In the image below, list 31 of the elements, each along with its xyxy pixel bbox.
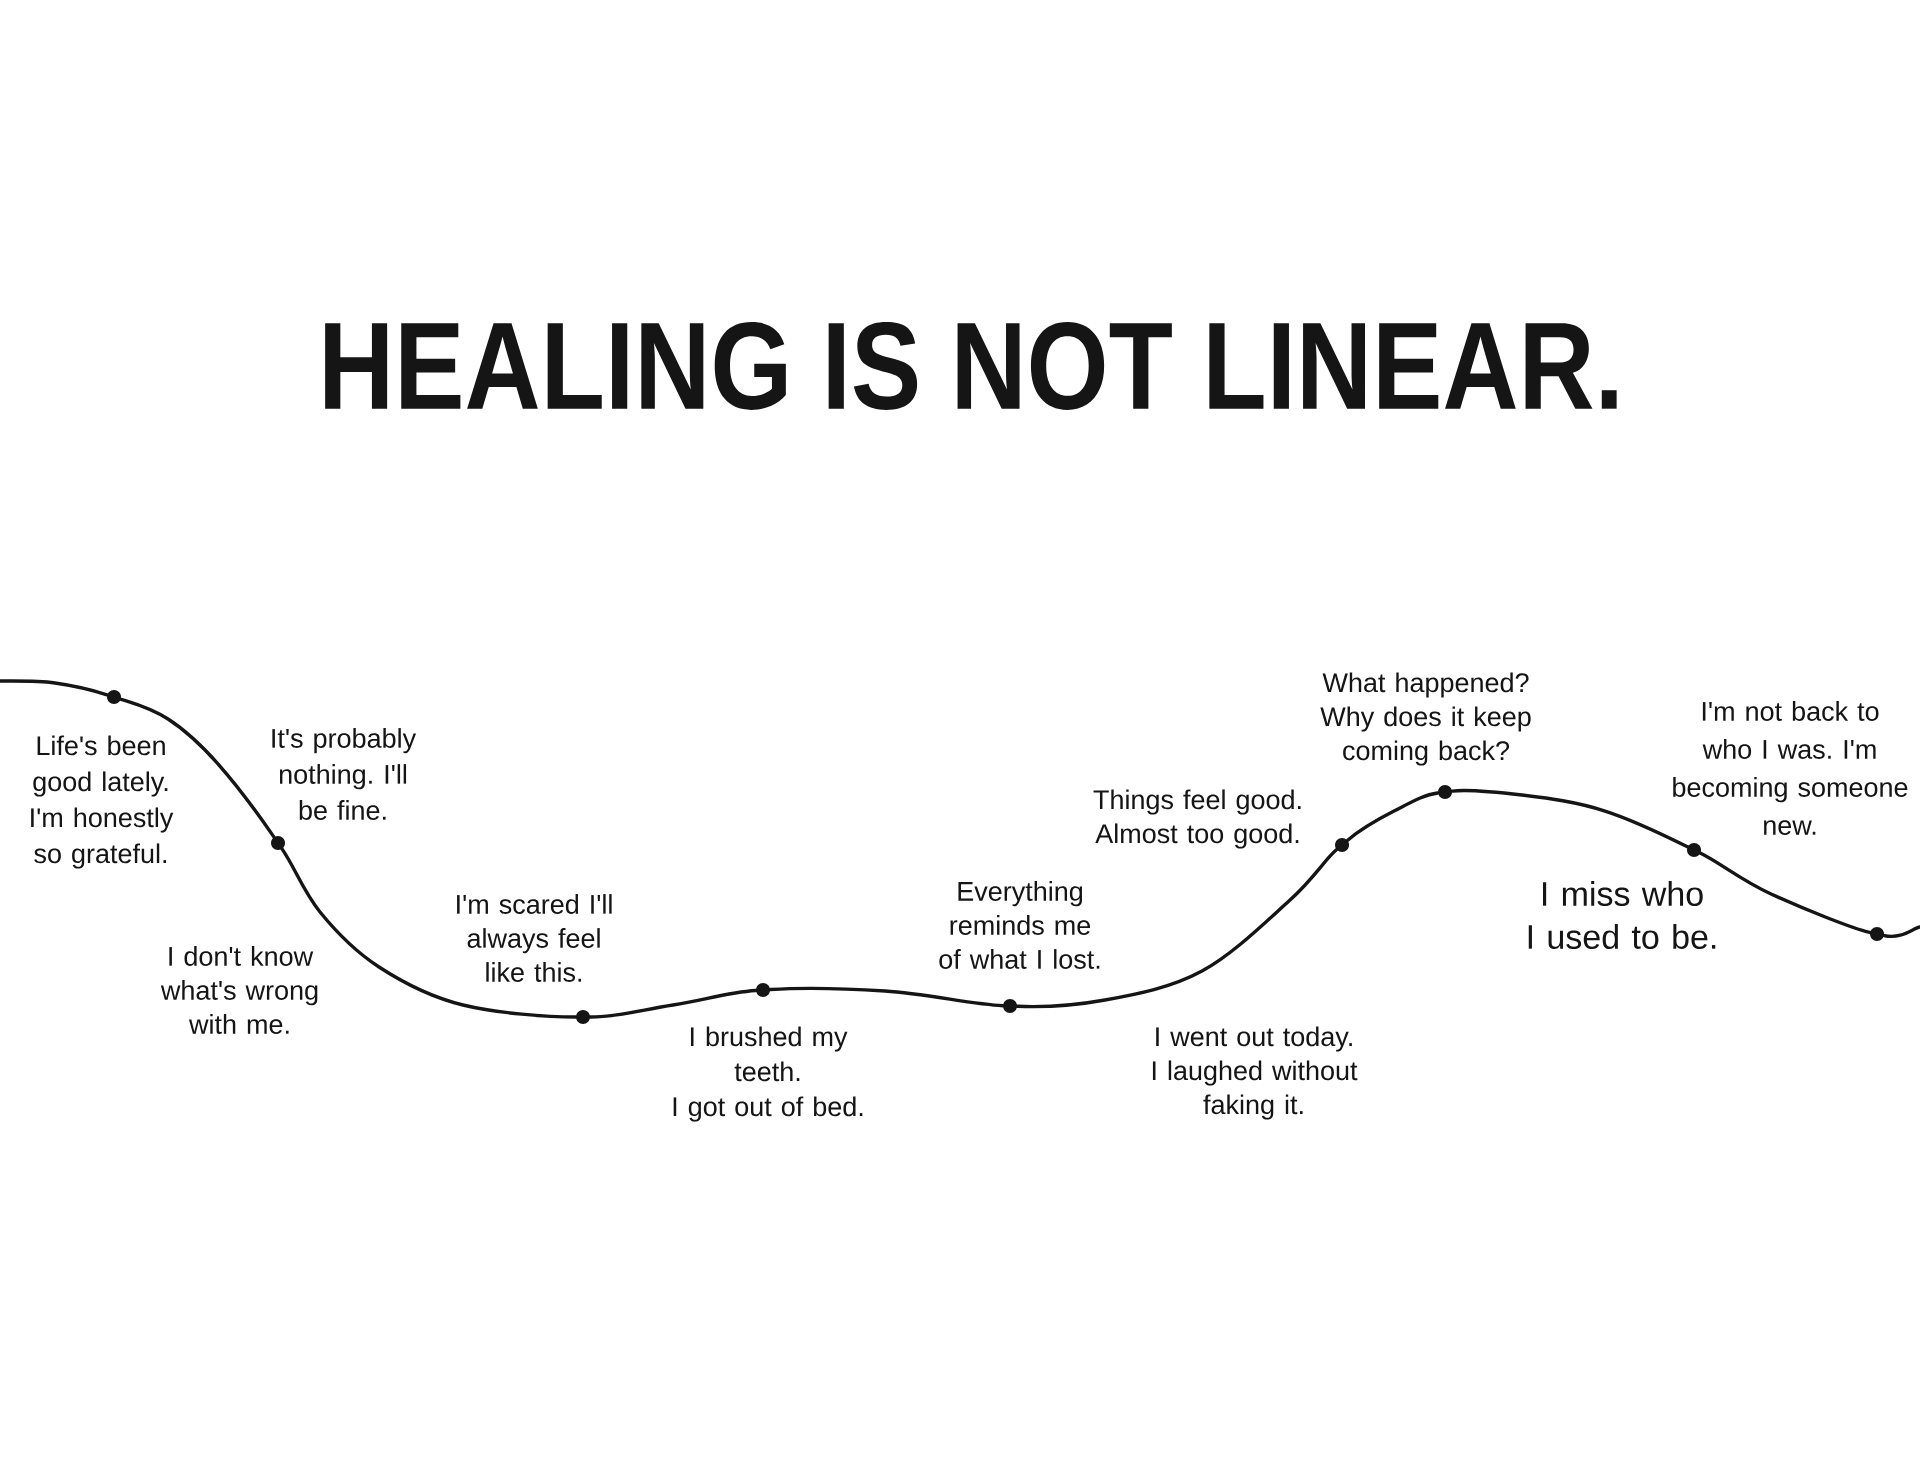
curve-dot [1003, 999, 1017, 1013]
curve-dot [271, 836, 285, 850]
curve-line [1015, 848, 1339, 1009]
curve-line [768, 986, 1005, 1008]
curve-dot [1687, 843, 1701, 857]
thought-text: I'm scared I'll always feel like this. [457, 894, 612, 982]
curve-line [119, 697, 276, 839]
thought-text: I miss who I used to be. [1528, 881, 1716, 949]
thought-text: What happened? Why does it keep coming back? [1320, 672, 1531, 766]
thought-text: I went out today. I laughed without faking it. [1152, 1026, 1358, 1120]
thought-text: I'm not back to who I was. I'm becoming someone new. [1673, 701, 1908, 835]
thought-text: Life's been good lately. I'm honestly so grateful. [31, 735, 174, 869]
curve-dot [107, 690, 121, 704]
curve-dot [576, 1010, 590, 1024]
curve-line [1345, 791, 1440, 842]
curve-dot [1870, 927, 1885, 941]
thought-text: Things feel good. Almost too good. [1093, 789, 1301, 849]
curve-line [588, 988, 758, 1019]
thought-text: Everything reminds me of what I lost. [939, 881, 1100, 969]
curve-dot [756, 983, 770, 997]
thought-text: I brushed my teeth. I got out of bed. [673, 1026, 863, 1122]
thought-text: I don't know what's wrong with me. [160, 946, 318, 1034]
curve-line [280, 847, 578, 1019]
curve-dot [1438, 785, 1452, 799]
thought-text: It's probably nothing. I'll be fine. [272, 728, 417, 820]
curve-line [1882, 925, 1920, 939]
curve-line [1698, 851, 1872, 935]
title: HEALING IS NOT LINEAR. [325, 322, 1617, 410]
curve-dot [1335, 838, 1349, 852]
curve-line [0, 679, 109, 697]
curve-line [1450, 788, 1690, 849]
